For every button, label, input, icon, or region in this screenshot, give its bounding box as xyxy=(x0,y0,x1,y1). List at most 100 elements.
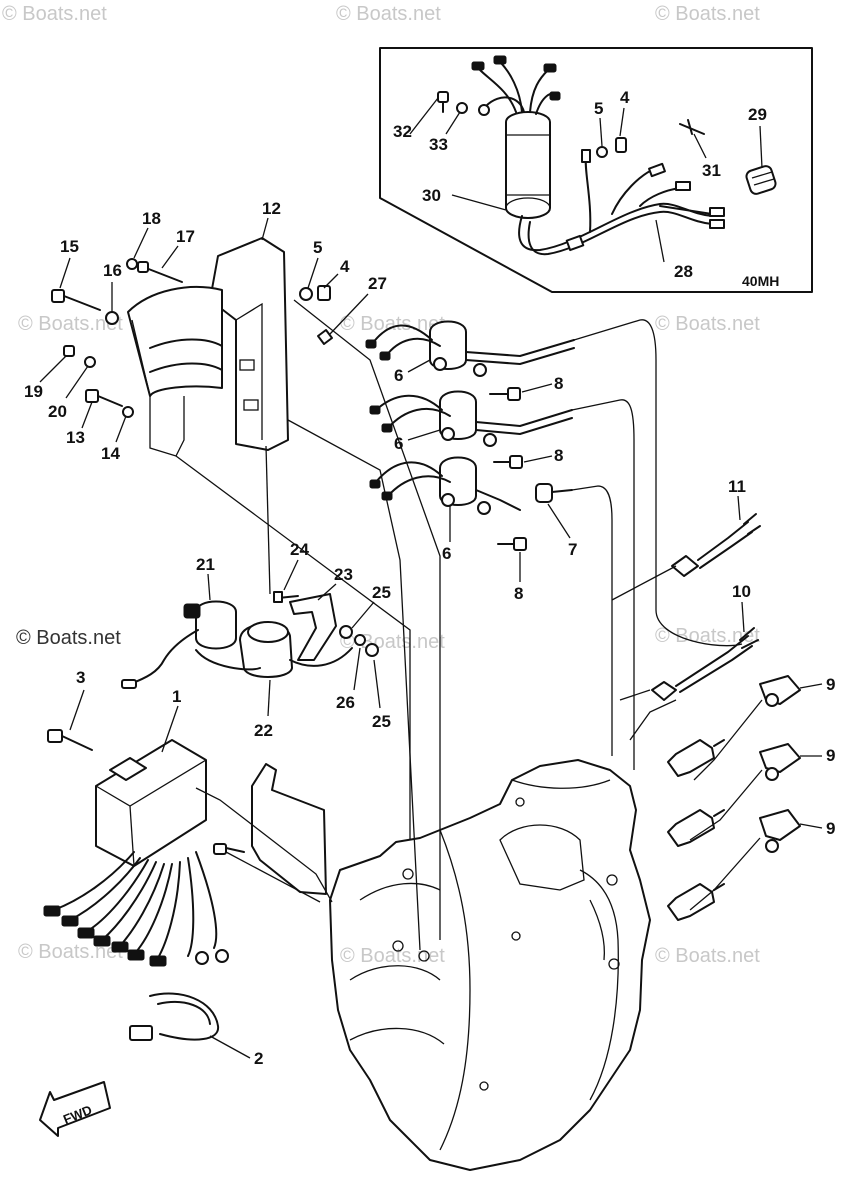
callout-label: 16 xyxy=(103,261,122,280)
spark-plug-group xyxy=(651,513,801,921)
clip-part xyxy=(317,329,333,345)
watermark: © Boats.net xyxy=(655,945,760,967)
callout-label: 27 xyxy=(368,274,387,293)
ignition-coil-part xyxy=(369,390,573,447)
inset-frame xyxy=(379,47,813,293)
nut-part xyxy=(365,643,379,657)
nut-part xyxy=(339,625,353,639)
bolt-part xyxy=(493,455,523,469)
watermark: © Boats.net xyxy=(340,945,445,967)
spark-plug-part xyxy=(667,809,725,847)
screw-part xyxy=(317,285,331,301)
watermark: © Boats.net xyxy=(2,3,107,25)
cdi-unit-assembly xyxy=(43,729,229,1041)
relay-part xyxy=(195,621,353,678)
callout-label: 13 xyxy=(66,428,85,447)
callout-label: 3 xyxy=(76,668,85,687)
plug-cap-part xyxy=(759,809,801,853)
inset-stator-assembly: 40MH xyxy=(379,47,813,293)
callout-label: 24 xyxy=(290,540,309,559)
screw-part xyxy=(63,345,75,357)
watermark: © Boats.net xyxy=(655,625,760,647)
spark-plug-part xyxy=(667,883,725,921)
callout-label: 4 xyxy=(340,257,350,276)
callout-label: 5 xyxy=(313,238,322,257)
watermark: © Boats.net xyxy=(655,3,760,25)
callout-label: 26 xyxy=(336,693,355,712)
callout-label: 15 xyxy=(60,237,79,256)
callout-label: 9 xyxy=(826,746,835,765)
engine-block xyxy=(213,759,651,1171)
washer-part xyxy=(354,634,366,646)
callout-label: 30 xyxy=(422,186,441,205)
stator-coil-part xyxy=(471,55,561,219)
ignition-coil-part xyxy=(369,456,521,515)
bolt-part xyxy=(489,387,521,401)
callout-label: 12 xyxy=(262,199,281,218)
callout-label: 9 xyxy=(826,819,835,838)
callout-label: 14 xyxy=(101,444,120,463)
washer-part xyxy=(122,406,134,418)
callout-label: 2 xyxy=(254,1049,263,1068)
tie-band-part xyxy=(129,992,220,1041)
callout-label: 18 xyxy=(142,209,161,228)
watermark: © Boats.net xyxy=(16,627,121,649)
ignition-coil-part xyxy=(365,320,575,377)
callout-label: 4 xyxy=(620,88,630,107)
plug-cap-part xyxy=(759,675,801,707)
callout-label: 32 xyxy=(393,122,412,141)
callouts: 15 16 17 18 12 5 4 27 19 20 13 14 6 6 6 … xyxy=(24,199,835,1068)
spark-plug-part xyxy=(667,739,725,777)
wire-harness-part xyxy=(518,149,725,256)
callout-label: 22 xyxy=(254,721,273,740)
callout-label: 8 xyxy=(514,584,523,603)
washer-part xyxy=(126,258,138,270)
callout-label: 11 xyxy=(728,477,746,496)
bolt-part xyxy=(47,729,93,751)
callout-label: 17 xyxy=(176,227,195,246)
watermark: © Boats.net xyxy=(336,3,441,25)
forward-direction-arrow: FWD xyxy=(39,1081,111,1137)
callout-label: 31 xyxy=(702,161,721,180)
ignition-coils xyxy=(365,320,575,551)
watermark: © Boats.net xyxy=(655,313,760,335)
grommet-part xyxy=(745,165,777,195)
screw-part xyxy=(596,137,627,158)
cdi-wire-leads xyxy=(43,851,229,967)
routing-lines xyxy=(175,299,763,951)
callout-label: 23 xyxy=(334,565,353,584)
bolt-part xyxy=(137,261,183,283)
wire-lead-part xyxy=(671,513,761,577)
callout-label: 29 xyxy=(748,105,767,124)
bracket-part xyxy=(289,593,337,661)
washer-part xyxy=(105,311,119,325)
bracket-fasteners xyxy=(51,258,333,418)
relay-assembly xyxy=(121,591,379,689)
bolt-part xyxy=(51,289,101,311)
plug-cap-part xyxy=(759,743,801,781)
engine-stop-lead-part xyxy=(651,627,759,701)
callout-label: 7 xyxy=(568,540,577,559)
screw-part xyxy=(273,591,283,603)
model-code: 40MH xyxy=(742,273,779,289)
watermark: © Boats.net xyxy=(18,313,123,335)
callout-label: 28 xyxy=(674,262,693,281)
callout-label: 1 xyxy=(172,687,181,706)
callout-label: 19 xyxy=(24,382,43,401)
bracket-assembly xyxy=(127,237,289,457)
callout-label: 33 xyxy=(429,135,448,154)
callout-label: 21 xyxy=(196,555,215,574)
callout-label: 20 xyxy=(48,402,67,421)
callout-label: 10 xyxy=(732,582,751,601)
rectifier-part xyxy=(121,600,237,689)
cdi-unit-part xyxy=(95,739,207,867)
callout-label: 6 xyxy=(394,366,403,385)
callout-label: 5 xyxy=(594,99,603,118)
mount-plate-part xyxy=(251,763,327,895)
washer-part xyxy=(84,356,96,368)
bolt-part xyxy=(213,843,245,855)
clip-part xyxy=(679,119,705,135)
callout-label: 8 xyxy=(554,374,563,393)
screw-part xyxy=(437,91,468,114)
